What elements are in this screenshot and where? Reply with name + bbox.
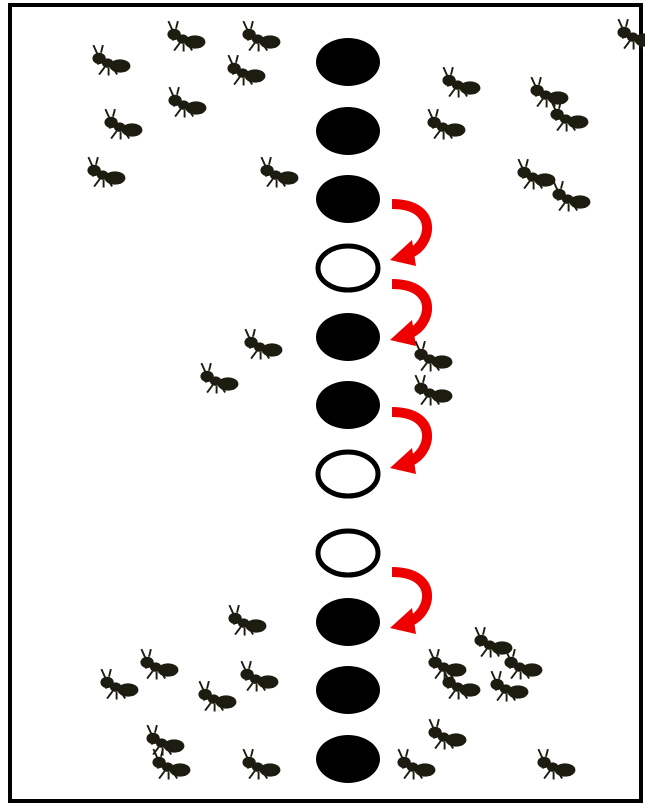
empty-ellipse xyxy=(315,243,381,293)
ant-icon xyxy=(413,340,454,373)
ant-icon xyxy=(99,668,140,701)
filled-ellipse xyxy=(316,38,380,86)
ant-icon xyxy=(145,724,186,757)
curved-arrow xyxy=(390,199,433,266)
ant-icon xyxy=(226,54,267,87)
ant-icon xyxy=(91,44,132,77)
ant-icon xyxy=(167,86,208,119)
ant-icon xyxy=(426,108,467,141)
ant-icon xyxy=(396,748,437,781)
ant-icon xyxy=(199,362,240,395)
ant-icon xyxy=(441,66,482,99)
arrow-group xyxy=(390,199,433,634)
curved-arrow xyxy=(390,279,433,346)
ant-icon xyxy=(427,718,468,751)
ant-icon xyxy=(243,328,284,361)
empty-ellipse xyxy=(315,449,381,499)
ant-icon xyxy=(239,660,280,693)
ant-icon xyxy=(103,108,144,141)
ant-icon xyxy=(529,76,570,109)
ant-icon xyxy=(166,20,207,53)
curved-arrow xyxy=(390,567,433,634)
ant-icon xyxy=(503,648,544,681)
ant-icon xyxy=(549,100,590,133)
empty-ellipse xyxy=(315,528,381,578)
curved-arrow xyxy=(390,407,433,474)
ellipse-column xyxy=(315,38,381,783)
ant-icon xyxy=(536,748,577,781)
ant-icon xyxy=(259,156,300,189)
ant-icon xyxy=(427,648,468,681)
ant-icon xyxy=(86,156,127,189)
ant-icon xyxy=(551,180,592,213)
ant-icon xyxy=(227,604,268,637)
ant-icon xyxy=(197,680,238,713)
filled-ellipse xyxy=(316,381,380,429)
filled-ellipse xyxy=(316,735,380,783)
ant-icon xyxy=(241,748,282,781)
filled-ellipse xyxy=(316,175,380,223)
ant-icon xyxy=(241,20,282,53)
frame-border xyxy=(8,3,643,803)
filled-ellipse xyxy=(316,598,380,646)
ant-icon xyxy=(489,670,530,703)
ant-icon xyxy=(516,158,557,191)
filled-ellipse xyxy=(316,666,380,714)
filled-ellipse xyxy=(316,107,380,155)
filled-ellipse xyxy=(316,313,380,361)
ant-icon xyxy=(413,374,454,407)
ant-icon xyxy=(139,648,180,681)
